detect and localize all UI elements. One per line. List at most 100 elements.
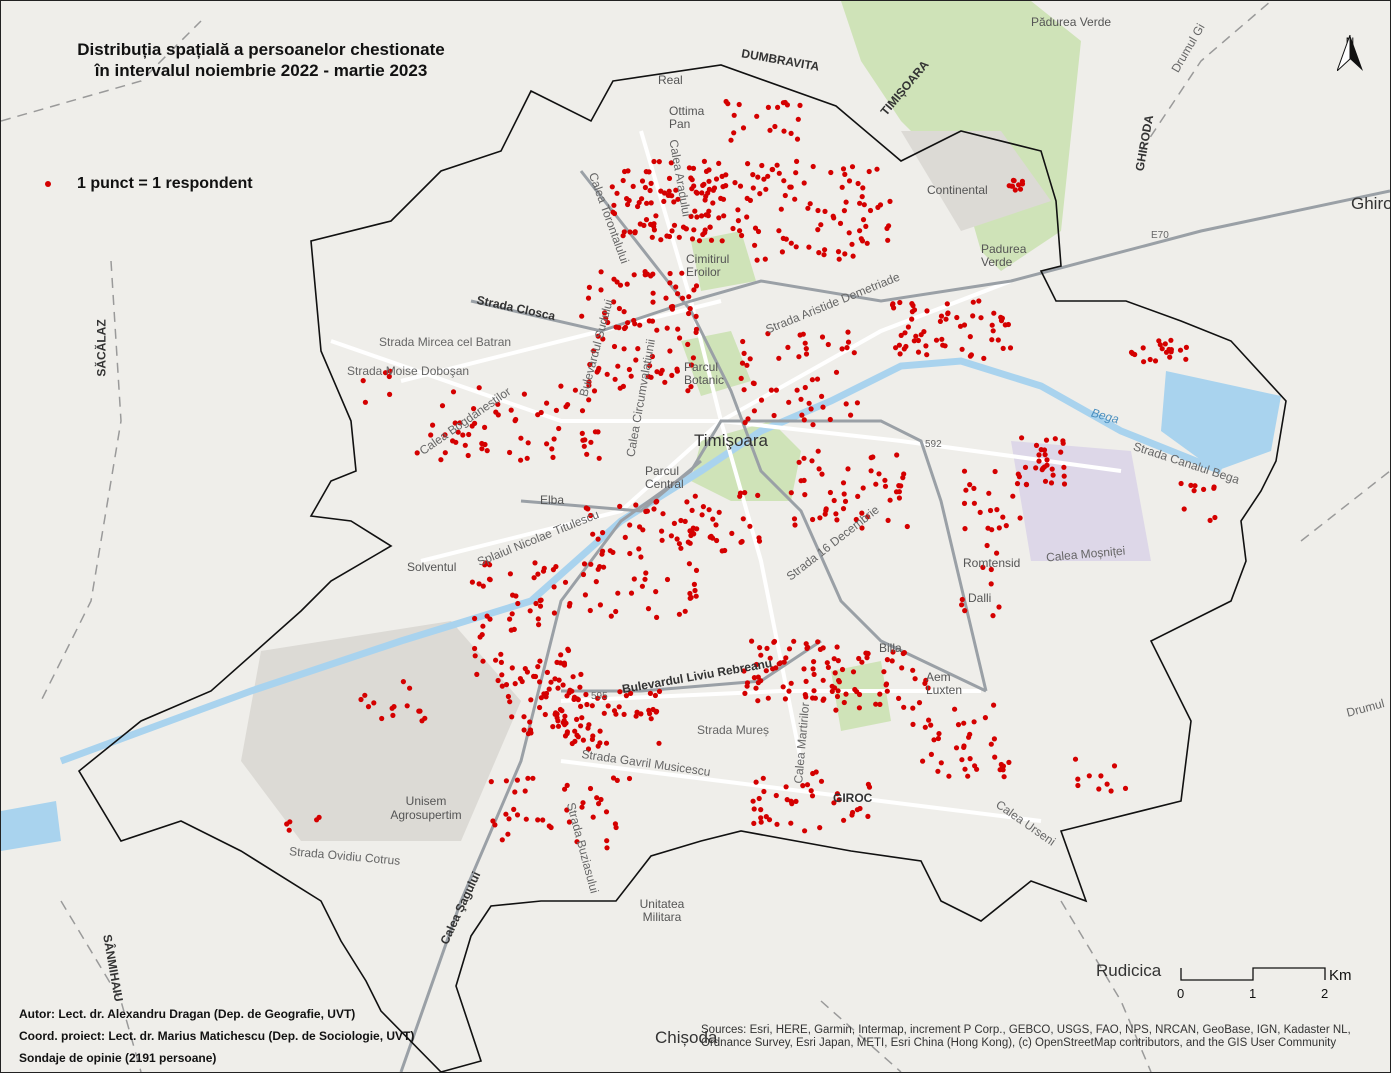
respondent-point bbox=[637, 524, 643, 530]
respondent-point bbox=[788, 820, 794, 826]
respondent-point bbox=[754, 257, 760, 263]
respondent-point bbox=[779, 249, 786, 255]
respondent-point bbox=[896, 483, 902, 489]
respondent-point bbox=[767, 127, 773, 133]
respondent-point bbox=[820, 677, 826, 683]
respondent-point bbox=[814, 376, 821, 382]
credits: Autor: Lect. dr. Alexandru Dragan (Dep. … bbox=[19, 1003, 414, 1069]
respondent-point bbox=[604, 845, 610, 851]
respondent-point bbox=[833, 511, 839, 517]
respondent-point bbox=[1012, 187, 1018, 193]
respondent-point bbox=[662, 379, 668, 385]
respondent-point bbox=[776, 170, 782, 176]
respondent-point bbox=[544, 441, 550, 447]
respondent-point bbox=[728, 137, 734, 143]
respondent-point bbox=[817, 646, 824, 653]
respondent-point bbox=[528, 697, 534, 703]
respondent-point bbox=[564, 782, 570, 789]
respondent-point bbox=[910, 667, 916, 673]
respondent-point bbox=[750, 798, 756, 804]
respondent-point bbox=[835, 249, 842, 255]
respondent-point bbox=[535, 817, 541, 823]
respondent-point bbox=[644, 200, 650, 206]
respondent-point bbox=[550, 724, 556, 730]
respondent-point bbox=[386, 373, 392, 380]
respondent-point bbox=[815, 227, 821, 233]
respondent-point bbox=[843, 401, 849, 407]
respondent-point bbox=[601, 564, 607, 570]
respondent-point bbox=[731, 112, 737, 118]
respondent-point bbox=[642, 576, 648, 582]
respondent-point bbox=[654, 614, 660, 621]
respondent-point bbox=[593, 579, 599, 585]
respondent-point bbox=[674, 368, 681, 374]
respondent-point bbox=[474, 671, 480, 678]
respondent-point bbox=[705, 213, 711, 219]
respondent-point bbox=[803, 678, 809, 685]
respondent-point bbox=[815, 448, 821, 454]
respondent-point bbox=[362, 692, 368, 698]
respondent-point bbox=[781, 178, 787, 184]
respondent-point bbox=[654, 498, 660, 504]
respondent-point bbox=[952, 706, 958, 712]
label-aem-luxten: Aem Luxten bbox=[926, 670, 963, 697]
respondent-point bbox=[839, 666, 846, 673]
credit-coordinator: Coord. proiect: Lect. dr. Marius Matiche… bbox=[19, 1029, 415, 1043]
respondent-point bbox=[691, 183, 697, 189]
respondent-point bbox=[765, 173, 771, 179]
respondent-point bbox=[765, 695, 771, 701]
respondent-point bbox=[692, 587, 698, 594]
respondent-point bbox=[775, 104, 781, 110]
respondent-point bbox=[1192, 483, 1198, 489]
label-unitatea-militara: Unitatea Militara bbox=[639, 897, 685, 924]
respondent-point bbox=[673, 284, 679, 290]
scale-tick-2: 2 bbox=[1321, 986, 1329, 1001]
respondent-point bbox=[686, 310, 692, 317]
respondent-point bbox=[773, 665, 779, 671]
respondent-point bbox=[761, 788, 767, 795]
respondent-point bbox=[583, 691, 589, 698]
respondent-point bbox=[617, 689, 623, 695]
respondent-point bbox=[806, 244, 812, 250]
respondent-point bbox=[802, 384, 808, 391]
respondent-point bbox=[933, 337, 940, 343]
respondent-point bbox=[637, 322, 643, 328]
respondent-point bbox=[590, 814, 596, 820]
respondent-point bbox=[509, 665, 515, 671]
respondent-point bbox=[693, 329, 699, 335]
title-line-2: în intervalul noiembrie 2022 - martie 20… bbox=[94, 61, 428, 80]
respondent-point bbox=[537, 679, 543, 685]
respondent-point bbox=[611, 299, 617, 305]
respondent-point bbox=[877, 701, 883, 708]
respondent-point bbox=[738, 539, 744, 545]
respondent-point bbox=[992, 754, 998, 760]
respondent-point bbox=[1003, 523, 1009, 529]
respondent-point bbox=[841, 491, 847, 497]
respondent-point bbox=[1052, 436, 1058, 442]
respondent-point bbox=[579, 715, 585, 721]
respondent-point bbox=[850, 253, 856, 259]
respondent-point bbox=[765, 331, 771, 337]
respondent-point bbox=[818, 222, 824, 228]
respondent-point bbox=[653, 589, 659, 595]
label-parcul-central: Parcul Central bbox=[645, 464, 684, 491]
respondent-point bbox=[679, 270, 685, 276]
respondent-point bbox=[857, 805, 863, 812]
respondent-point bbox=[1157, 342, 1163, 348]
respondent-point bbox=[579, 804, 585, 810]
respondent-point bbox=[551, 436, 557, 442]
label-chisoda: Chișoda bbox=[655, 1028, 718, 1047]
respondent-point bbox=[362, 399, 368, 405]
respondent-point bbox=[848, 412, 854, 418]
respondent-point bbox=[587, 361, 593, 368]
respondent-point bbox=[656, 688, 663, 695]
respondent-point bbox=[650, 299, 656, 305]
respondent-point bbox=[1163, 349, 1170, 355]
respondent-point bbox=[863, 223, 869, 229]
respondent-point bbox=[896, 695, 902, 702]
respondent-point bbox=[589, 703, 595, 709]
respondent-point bbox=[1044, 457, 1050, 463]
respondent-point bbox=[556, 425, 562, 432]
respondent-point bbox=[967, 353, 974, 359]
